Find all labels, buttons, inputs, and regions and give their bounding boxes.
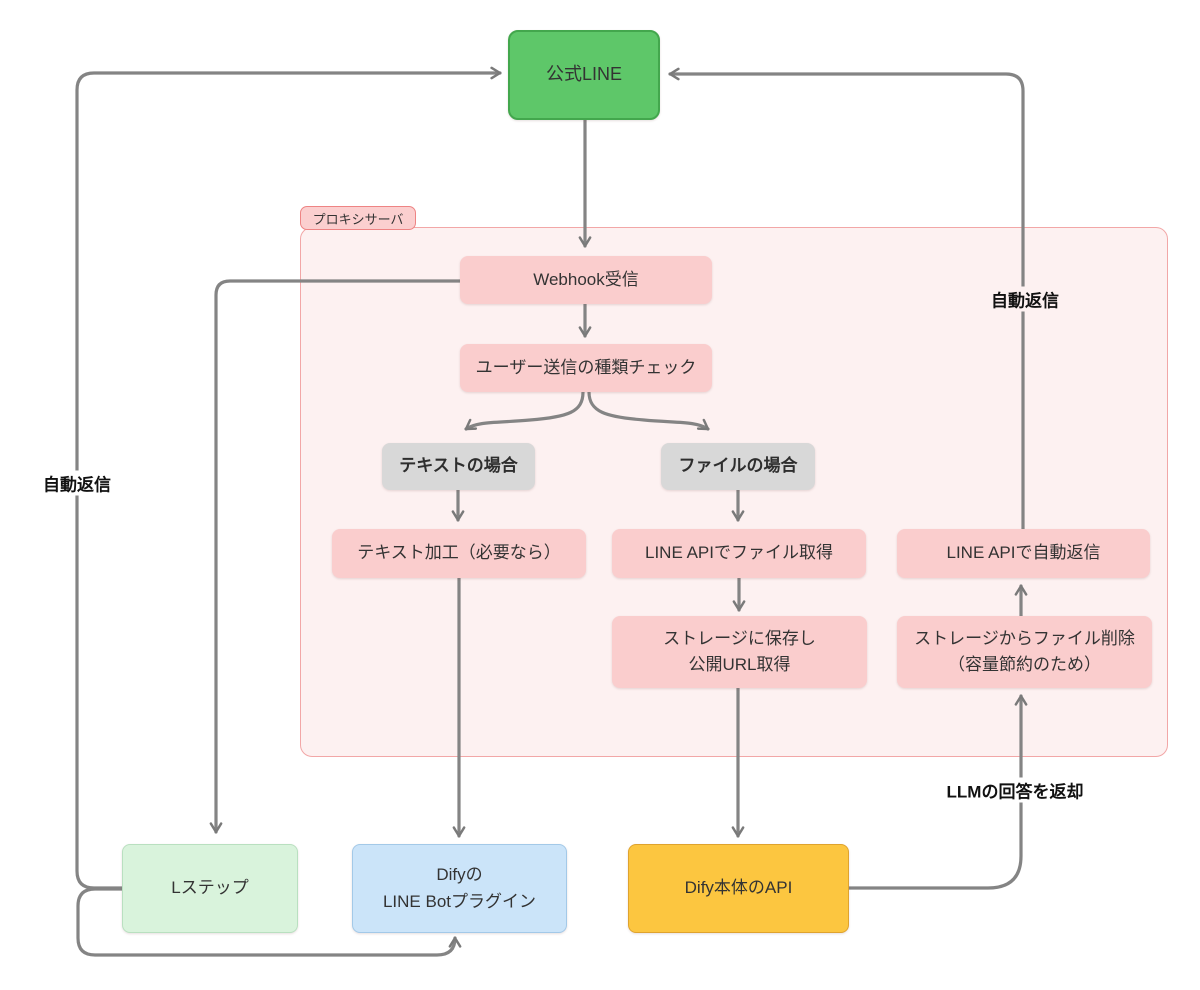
node-file-case: ファイルの場合 xyxy=(661,443,815,490)
node-dify-api: Dify本体のAPI xyxy=(628,844,849,933)
node-label-line: ファイルの場合 xyxy=(678,456,798,476)
node-webhook-receive: Webhook受信 xyxy=(460,256,712,304)
node-lstep: Lステップ xyxy=(122,844,298,933)
subgraph-label-proxy-server: プロキシサーバ xyxy=(300,206,416,230)
node-label-line: LINE APIでファイル取得 xyxy=(645,543,833,563)
edge-type-check-to-file-case xyxy=(587,390,710,431)
edge-label-llm-return: LLMの回答を返却 xyxy=(943,777,1087,803)
node-label-line: テキスト加工（必要なら） xyxy=(357,543,561,563)
node-label-line: Difyの xyxy=(436,865,483,885)
node-label-line: 公開URL取得 xyxy=(688,655,791,674)
node-storage-delete: ストレージからファイル削除 （容量節約のため） xyxy=(897,616,1152,688)
node-label-line: Dify本体のAPI xyxy=(684,878,793,898)
edge-paths xyxy=(75,66,1028,957)
edge-lstep-to-dify-plugin xyxy=(76,887,462,957)
node-text-case: テキストの場合 xyxy=(382,443,535,490)
node-label-line: LINE Botプラグイン xyxy=(382,891,537,911)
node-label-line: ストレージからファイル削除 xyxy=(914,628,1135,648)
node-label-line: LINE APIで自動返信 xyxy=(946,543,1101,563)
node-label-line: Webhook受信 xyxy=(533,269,639,289)
node-label-line: Lステップ xyxy=(171,878,249,898)
node-label-line: 公式LINE xyxy=(545,64,623,85)
edge-dify-api-to-storage-delete xyxy=(847,694,1028,890)
node-official-line: 公式LINE xyxy=(508,30,660,120)
node-auto-reply-send: LINE APIで自動返信 xyxy=(897,529,1150,578)
edge-auto-reply-send-to-official-line xyxy=(668,67,1025,531)
node-storage-save: ストレージに保存し公開URL取得 xyxy=(612,616,867,688)
edge-label-auto-reply-left: 自動返信 xyxy=(40,470,114,496)
edge-type-check-to-text-case xyxy=(464,390,585,431)
node-label-line: テキストの場合 xyxy=(399,456,518,476)
node-text-process: テキスト加工（必要なら） xyxy=(332,529,586,578)
node-label-line: （容量節約のため） xyxy=(948,655,1101,674)
edge-webhook-receive-to-lstep xyxy=(209,279,462,834)
node-label-line: ストレージに保存し xyxy=(663,628,816,648)
edge-label-auto-reply-right: 自動返信 xyxy=(988,286,1062,312)
node-label-line: ユーザー送信の種類チェック xyxy=(475,357,697,377)
node-file-get: LINE APIでファイル取得 xyxy=(612,529,866,578)
node-dify-plugin: Difyの LINE Botプラグイン xyxy=(352,844,567,933)
node-type-check: ユーザー送信の種類チェック xyxy=(460,344,712,392)
